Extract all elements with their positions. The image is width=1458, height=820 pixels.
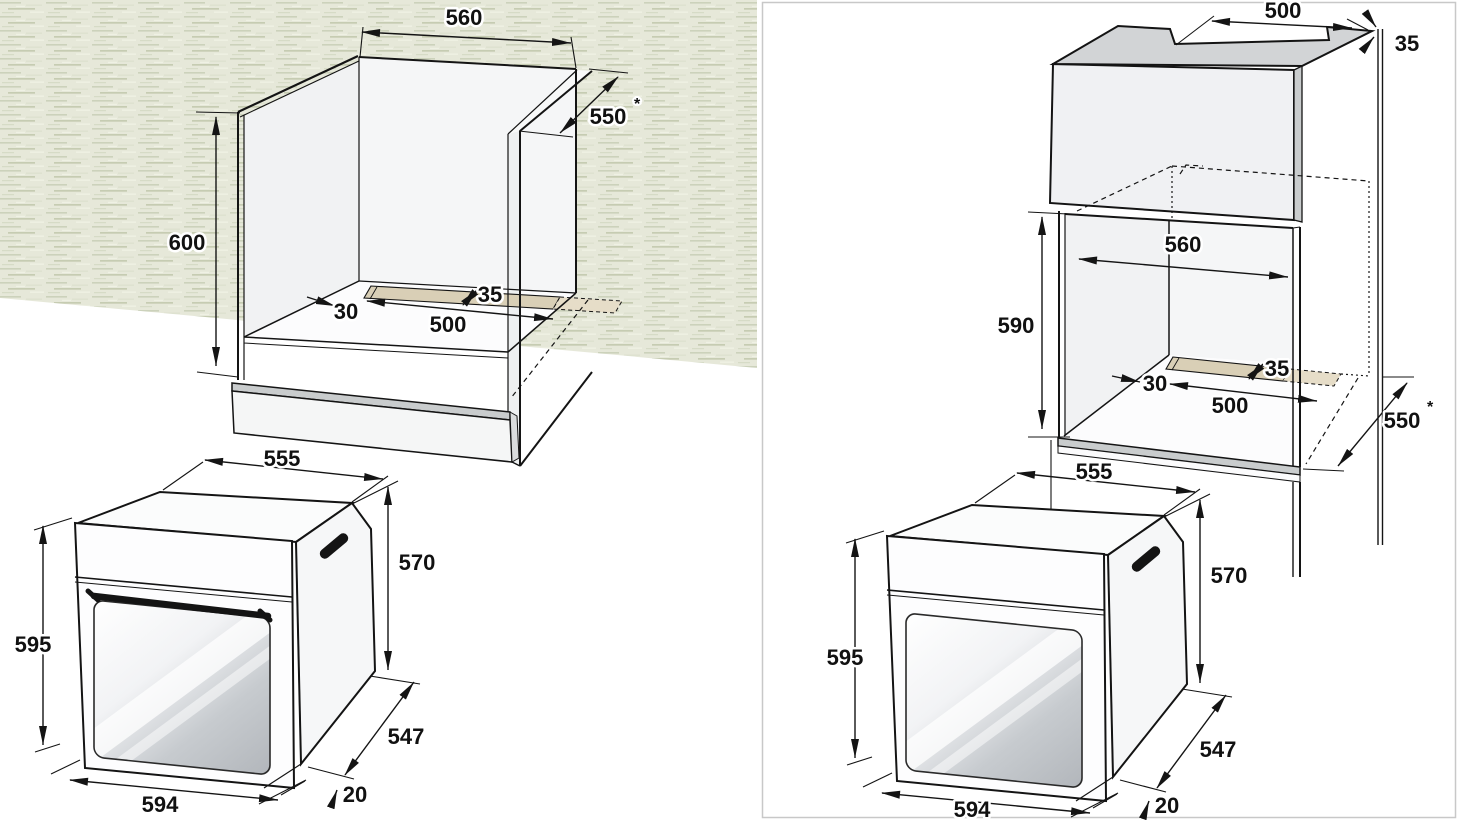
hidden-worktop-edge — [510, 299, 589, 399]
niche-back-panel — [359, 57, 576, 293]
dim-niche-width: 560 — [1165, 232, 1202, 257]
dim-niche-depth-note: * — [634, 96, 641, 113]
dim-arrow-niche-depth — [1337, 382, 1408, 467]
dim-arrow-niche-depth — [559, 76, 619, 134]
niche-left-wall — [244, 61, 359, 337]
dim-oven-front-height: 595 — [15, 632, 52, 657]
oven-side-vent-slot — [319, 533, 349, 559]
dim-vent-offset: 30 — [334, 299, 358, 324]
dim-oven-width: 594 — [954, 797, 991, 820]
dim-arrow-vent-width — [1169, 382, 1318, 403]
plinth-drawer — [231, 382, 520, 463]
dim-niche-depth: 550 — [1384, 408, 1421, 433]
dim-niche-depth-note: * — [1427, 399, 1434, 416]
right-diagram-tall-cabinet: 500 35 560 590 — [761, 0, 1457, 820]
dim-niche-height: 600 — [169, 230, 206, 255]
upper-box-top — [1049, 24, 1376, 68]
dim-oven-front-height: 595 — [827, 645, 864, 670]
dim-arrow-vent-offset — [306, 296, 336, 307]
dim-vent-depth: 35 — [478, 282, 502, 307]
dim-niche-depth: 550 — [590, 104, 627, 129]
oven-side-vent-slot — [1131, 546, 1161, 572]
dim-door-protrusion: 20 — [343, 782, 367, 807]
dim-arrow-door-protrusion — [1138, 800, 1150, 820]
oven-handle — [85, 588, 273, 623]
dim-oven-top-width: 555 — [1076, 459, 1113, 484]
oven-left — [73, 490, 377, 805]
left-diagram-under-counter: 560 550 * 600 30 500 35 — [0, 0, 757, 817]
dim-vent-offset: 30 — [1143, 371, 1167, 396]
oven-right — [885, 503, 1189, 818]
dim-arrow-oven-width — [881, 790, 1091, 816]
dim-oven-height: 570 — [399, 550, 436, 575]
dim-top-cutout-width: 500 — [1265, 0, 1302, 23]
dim-arrow-oven-depth — [1156, 694, 1227, 789]
dim-arrow-oven-width — [69, 777, 279, 803]
dim-niche-width: 560 — [446, 5, 483, 30]
dim-niche-height: 590 — [998, 313, 1035, 338]
dim-oven-depth: 547 — [388, 724, 425, 749]
dim-arrow-vent-offset — [1111, 374, 1141, 383]
dim-oven-width: 594 — [142, 792, 179, 817]
dim-arrow-niche-width — [361, 28, 572, 46]
dim-door-protrusion: 20 — [1155, 793, 1179, 818]
dim-arrow-niche-width — [1078, 256, 1289, 280]
dim-arrow-top-cutout — [1211, 17, 1353, 32]
dim-top-gap: 35 — [1395, 31, 1419, 56]
dim-vent-depth: 35 — [1265, 356, 1289, 381]
dim-oven-height: 570 — [1211, 563, 1248, 588]
dim-arrow-oven-depth — [344, 681, 415, 776]
shelf-below-niche — [1057, 437, 1301, 577]
dim-oven-depth: 547 — [1200, 737, 1237, 762]
dim-arrow-vent-depth — [1247, 363, 1265, 381]
dim-arrow-oven-top-width — [1016, 470, 1196, 494]
upper-box-side-edge — [1293, 64, 1303, 223]
dim-arrow-oven-top-width — [204, 457, 384, 481]
dim-arrow-vent-depth — [461, 289, 479, 307]
upper-cabinet-box — [1048, 24, 1376, 223]
dim-vent-width: 500 — [430, 312, 467, 337]
dim-arrow-door-protrusion — [326, 789, 338, 810]
oven-door-glass — [905, 613, 1083, 789]
dim-arrow-vent-width — [366, 298, 554, 322]
dim-oven-top-width: 555 — [264, 446, 301, 471]
vent-slot-hidden — [552, 296, 623, 314]
vent-slot-hidden — [1282, 368, 1342, 387]
cabinet-base-edge — [519, 371, 593, 467]
dim-vent-width: 500 — [1212, 393, 1249, 418]
